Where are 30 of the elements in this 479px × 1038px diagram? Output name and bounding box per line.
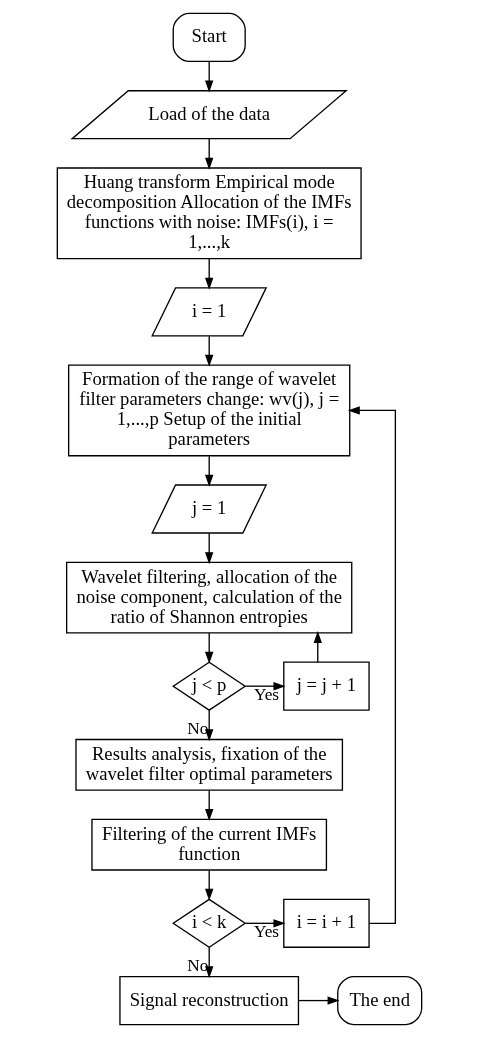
node-box: i = i + 1 (283, 898, 370, 948)
node-box: Start (172, 12, 246, 63)
node-box: The end (337, 975, 423, 1026)
arrow (205, 455, 214, 487)
node-diamond: i < k (172, 898, 247, 949)
arrow (205, 789, 214, 822)
arrow (205, 869, 214, 901)
node-box: Huang transform Empirical mode decomposition Allocation of the IMFs functions with noise: IMFs(i), i = 1,...,k (56, 167, 362, 260)
arrow (244, 682, 286, 691)
arrow (244, 919, 286, 928)
edge-label: Yes (253, 685, 280, 705)
arrow (205, 138, 214, 170)
arrow (347, 406, 397, 924)
arrow (298, 996, 340, 1005)
arrow (205, 709, 214, 742)
node-diamond: j < p (172, 661, 247, 711)
arrow (205, 532, 214, 565)
edge-label: Yes (253, 922, 280, 942)
node-box: Filtering of the current IMFs function (91, 818, 328, 871)
node-box: Wavelet filtering, allocation of the noise component, calculation of the ratio of Shannon entropies (66, 561, 353, 634)
arrow (205, 60, 214, 93)
node-box: Formation of the range of wavelet filter parameters change: wv(j), j = 1,...,p Setup of the initial parameters (68, 364, 351, 457)
arrow (205, 258, 214, 290)
node-box: j = j + 1 (283, 661, 370, 711)
arrow (313, 631, 322, 663)
arrow (205, 632, 214, 664)
node-box: Results analysis, fixation of the wavelet filter optimal parameters (75, 738, 344, 791)
node-box: Signal reconstruction (119, 975, 300, 1026)
arrow (205, 946, 214, 979)
arrow (205, 335, 214, 367)
